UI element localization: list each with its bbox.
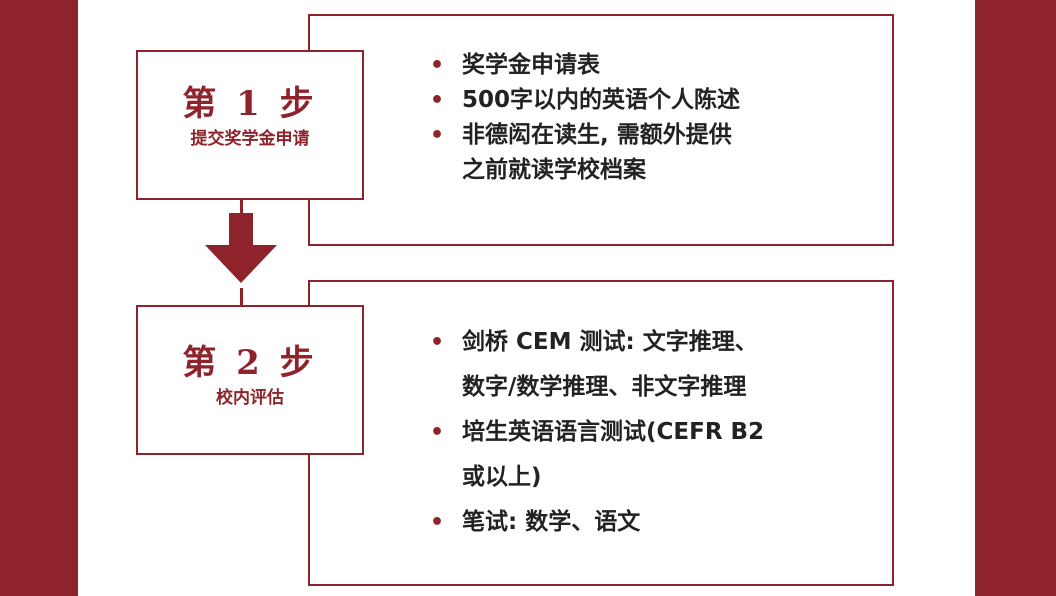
list-item-text-line-2: 或以上) [462,464,542,490]
list-item-text-line-2: 之前就读学校档案 [462,157,646,183]
arrow-down-icon [205,213,277,283]
right-side-bar [975,0,1056,596]
list-item: • 笔试: 数学、语文 [428,500,868,545]
bullet-icon: • [430,420,445,445]
bullet-icon: • [430,510,445,535]
list-item: • 培生英语语言测试(CEFR B2 或以上) [428,410,868,500]
step-1-subtitle: 提交奖学金申请 [190,129,310,149]
list-item-text: 500字以内的英语个人陈述 [462,87,741,113]
list-item: • 剑桥 CEM 测试: 文字推理、 数字/数学推理、非文字推理 [428,320,868,410]
step-2-details-box [308,280,894,586]
step-2-title: 第 2 步 [182,343,318,383]
step-1-title: 第 1 步 [182,84,318,124]
bullet-icon: • [430,53,445,78]
step-2-box: 第 2 步 校内评估 [136,305,364,455]
list-item-text-line-1: 非德闳在读生, 需额外提供 [462,122,732,148]
list-item-text-line-2: 数字/数学推理、非文字推理 [462,374,747,400]
connector-line-lower [240,288,243,305]
bullet-icon: • [430,88,445,113]
left-side-bar [0,0,78,596]
list-item-text-line-1: 培生英语语言测试(CEFR B2 [462,419,765,445]
step-2-assessment-list: • 剑桥 CEM 测试: 文字推理、 数字/数学推理、非文字推理 • 培生英语语… [428,320,868,545]
list-item: • 非德闳在读生, 需额外提供 之前就读学校档案 [428,118,858,188]
step-2-subtitle: 校内评估 [216,388,284,408]
step-1-details-box [308,14,894,246]
step-1-box: 第 1 步 提交奖学金申请 [136,50,364,200]
list-item-text: 奖学金申请表 [462,52,600,78]
list-item: • 奖学金申请表 [428,48,858,83]
list-item-text-line-1: 剑桥 CEM 测试: 文字推理、 [462,329,758,355]
bullet-icon: • [430,123,445,148]
step-1-requirements-list: • 奖学金申请表 • 500字以内的英语个人陈述 • 非德闳在读生, 需额外提供… [428,48,858,188]
list-item-text: 笔试: 数学、语文 [462,509,641,535]
list-item: • 500字以内的英语个人陈述 [428,83,858,118]
bullet-icon: • [430,330,445,355]
